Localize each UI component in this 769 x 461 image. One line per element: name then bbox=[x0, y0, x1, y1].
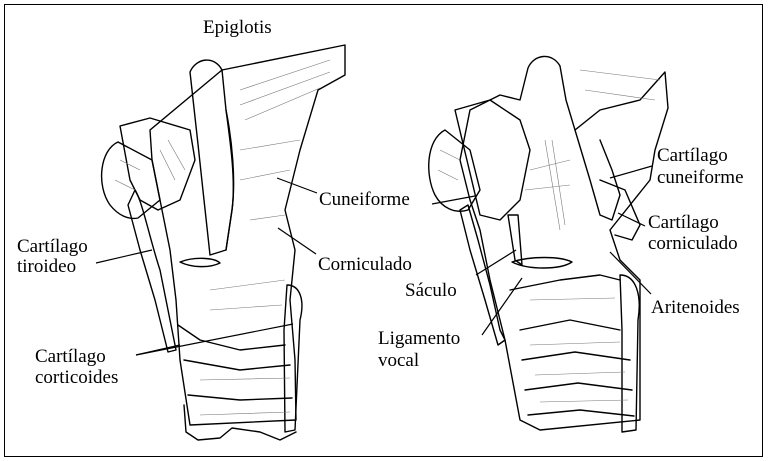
left-larynx-drawing bbox=[102, 45, 345, 440]
label-ligamento-vocal-line2: vocal bbox=[378, 351, 419, 371]
leader-corniculado-left bbox=[278, 228, 316, 254]
label-cartilago-corniculado-line1: Cartílago bbox=[648, 213, 719, 233]
leader-cartilago-corniculado bbox=[618, 213, 645, 226]
label-aritenoides: Aritenoides bbox=[651, 298, 740, 318]
label-cuneiforme: Cuneiforme bbox=[319, 190, 410, 210]
right-larynx-drawing bbox=[429, 56, 668, 432]
label-epiglotis: Epiglotis bbox=[203, 18, 272, 38]
label-ligamento-vocal-line1: Ligamento bbox=[378, 329, 460, 349]
label-cartilago-cuneiforme-line2: cuneiforme bbox=[657, 168, 744, 188]
label-cartilago-corticoides-line2: corticoides bbox=[35, 368, 118, 388]
leader-corticoides-2 bbox=[136, 324, 293, 355]
label-saculo: Sáculo bbox=[405, 281, 457, 301]
label-cartilago-tiroideo-line2: tiroideo bbox=[17, 257, 76, 277]
label-cartilago-cuneiforme-line1: Cartílago bbox=[657, 146, 728, 166]
label-corniculado: Corniculado bbox=[318, 255, 412, 275]
leader-cartilago-cuneiforme bbox=[610, 166, 652, 178]
leader-cuneiforme-left bbox=[277, 178, 317, 193]
leader-aritenoides bbox=[610, 252, 651, 294]
label-cartilago-tiroideo-line1: Cartílago bbox=[17, 237, 88, 257]
label-cartilago-corniculado-line2: corniculado bbox=[648, 234, 738, 254]
label-cartilago-corticoides-line1: Cartílago bbox=[35, 347, 106, 367]
